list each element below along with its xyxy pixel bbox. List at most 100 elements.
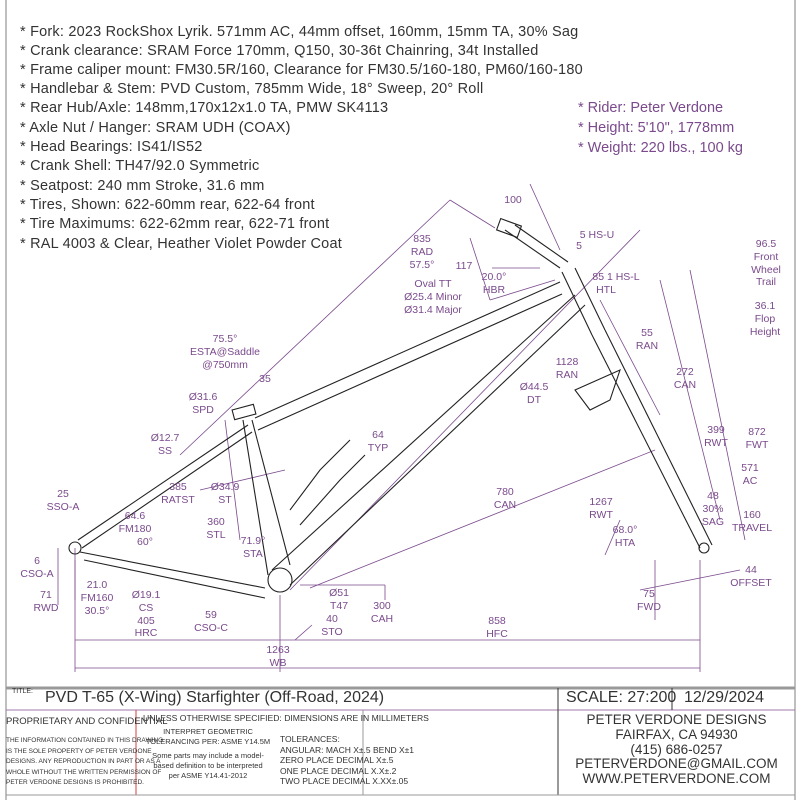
- mbd-line: Some parts may include a model-: [152, 751, 264, 760]
- dim-label: CAN: [493, 498, 517, 511]
- dim-value: Ø44.5: [519, 381, 549, 393]
- dim-label: FM160: [80, 591, 114, 604]
- proprietary-notice: THE INFORMATION CONTAINED IN THIS DRAWIN…: [6, 736, 164, 789]
- dim-value: 64: [372, 429, 384, 441]
- spec-crank-clearance: * Crank clearance: SRAM Force 170mm, Q15…: [20, 43, 539, 59]
- dim-value: Ø25.4 Minor: [404, 290, 462, 303]
- page-border: [5, 0, 796, 800]
- dim-label: STO: [321, 625, 343, 638]
- gdt-line: INTERPRET GEOMETRIC: [163, 727, 253, 736]
- dim-117: 117: [456, 260, 473, 273]
- notice-line: THE INFORMATION CONTAINED IN THIS DRAWIN…: [6, 737, 164, 744]
- dim-label: DT: [526, 393, 541, 406]
- dim-label: FM180: [118, 522, 152, 535]
- dim-label: HBR: [482, 283, 506, 296]
- dim-label: AC: [742, 474, 758, 487]
- dim-label: Trail: [755, 276, 777, 289]
- tolerance-line: ZERO PLACE DECIMAL X±.5: [280, 755, 394, 766]
- dim-value: 35: [259, 373, 271, 385]
- rider-name: * Rider: Peter Verdone: [578, 100, 724, 116]
- spec-seatpost: * Seatpost: 240 mm Stroke, 31.6 mm: [20, 178, 265, 194]
- dim-label: RATST: [161, 493, 195, 506]
- dim-value: 835: [413, 233, 431, 245]
- dim-label: FWD: [637, 600, 661, 613]
- dim-label: ESTA@Saddle: [190, 345, 260, 358]
- dim-label: SSO-A: [46, 500, 80, 513]
- dim-label: STA: [243, 547, 263, 560]
- spec-rear-hub: * Rear Hub/Axle: 148mm,170x12x1.0 TA, PM…: [20, 100, 389, 116]
- title-label: TITLE:: [12, 688, 34, 695]
- spec-crank-shell: * Crank Shell: TH47/92.0 Symmetric: [20, 158, 260, 174]
- units-note: UNLESS OTHERWISE SPECIFIED: DIMENSIONS A…: [143, 713, 429, 723]
- dim-value: Ø12.7: [150, 432, 180, 444]
- company-info: PETER VERDONE DESIGNS FAIRFAX, CA 94930 …: [558, 712, 795, 787]
- company-email[interactable]: PETERVERDONE@GMAIL.COM: [575, 756, 778, 772]
- tolerance-line: ONE PLACE DECIMAL X.X±.2: [280, 765, 397, 776]
- dim-value: 360: [207, 516, 225, 528]
- dim-value: 36.1: [754, 300, 776, 312]
- dim-value: 57.5°: [409, 258, 435, 271]
- dim-value: 5 HS-U: [579, 229, 615, 241]
- dim-label: WB: [269, 656, 287, 669]
- dim-sta: 71.9°STA: [241, 535, 266, 561]
- dim-label: Front: [753, 250, 779, 263]
- dim-value: 48: [707, 490, 719, 502]
- drawing-date: 12/29/2024: [684, 689, 765, 706]
- dim-label: HTA: [614, 536, 636, 549]
- dim-value: 858: [488, 615, 506, 627]
- gdt-note: INTERPRET GEOMETRIC TOLERANCING PER: ASM…: [138, 727, 278, 747]
- proprietary-heading: PROPRIETARY AND CONFIDENTIAL: [6, 716, 168, 727]
- dim-label: CAH: [370, 612, 394, 625]
- company-website[interactable]: WWW.PETERVERDONE.COM: [582, 771, 771, 787]
- dim-value: 399: [707, 424, 725, 436]
- dim-value: Ø34.9: [210, 481, 240, 493]
- dim-label: CSO-A: [20, 567, 54, 580]
- dim-label: TYP: [367, 441, 389, 454]
- dim-value: 6: [34, 555, 40, 567]
- dim-label: RAN: [555, 368, 579, 381]
- dim-value: 300: [373, 600, 391, 612]
- dim-value: 68.0°: [612, 524, 638, 536]
- dim-value: Ø31.4 Major: [404, 303, 462, 316]
- spec-head-bearings: * Head Bearings: IS41/IS52: [20, 139, 203, 155]
- spec-tire-maximums: * Tire Maximums: 622-62mm rear, 622-71 f…: [20, 216, 330, 232]
- dim-value: 160: [743, 509, 761, 521]
- dim-value: 117: [455, 260, 473, 272]
- dim-value: 96.5: [755, 238, 777, 250]
- dim-value: 75.5°: [212, 333, 238, 345]
- dim-value: 20.0°: [481, 271, 507, 283]
- dim-label: HFC: [486, 627, 508, 640]
- mbd-note: Some parts may include a model- based de…: [138, 751, 278, 781]
- dim-value: Ø51: [329, 587, 349, 599]
- company-name: PETER VERDONE DESIGNS: [586, 712, 767, 727]
- dim-35: 35: [259, 373, 271, 386]
- spec-fork: * Fork: 2023 RockShox Lyrik. 571mm AC, 4…: [20, 24, 579, 40]
- dim-label: ST: [218, 493, 232, 506]
- notice-line: PETER VERDONE DESIGNS IS PROHIBITED.: [6, 779, 144, 786]
- gdt-line: TOLERANCING PER: ASME Y14.5M: [145, 737, 271, 746]
- spec-caliper-mount: * Frame caliper mount: FM30.5R/160, Clea…: [20, 62, 583, 78]
- dim-label: Height: [749, 325, 781, 338]
- tolerances: TOLERANCES: ANGULAR: MACH X±.5 BEND X±1 …: [280, 734, 414, 787]
- notice-line: DESIGNS. ANY REPRODUCTION IN PART OR AS …: [6, 758, 161, 765]
